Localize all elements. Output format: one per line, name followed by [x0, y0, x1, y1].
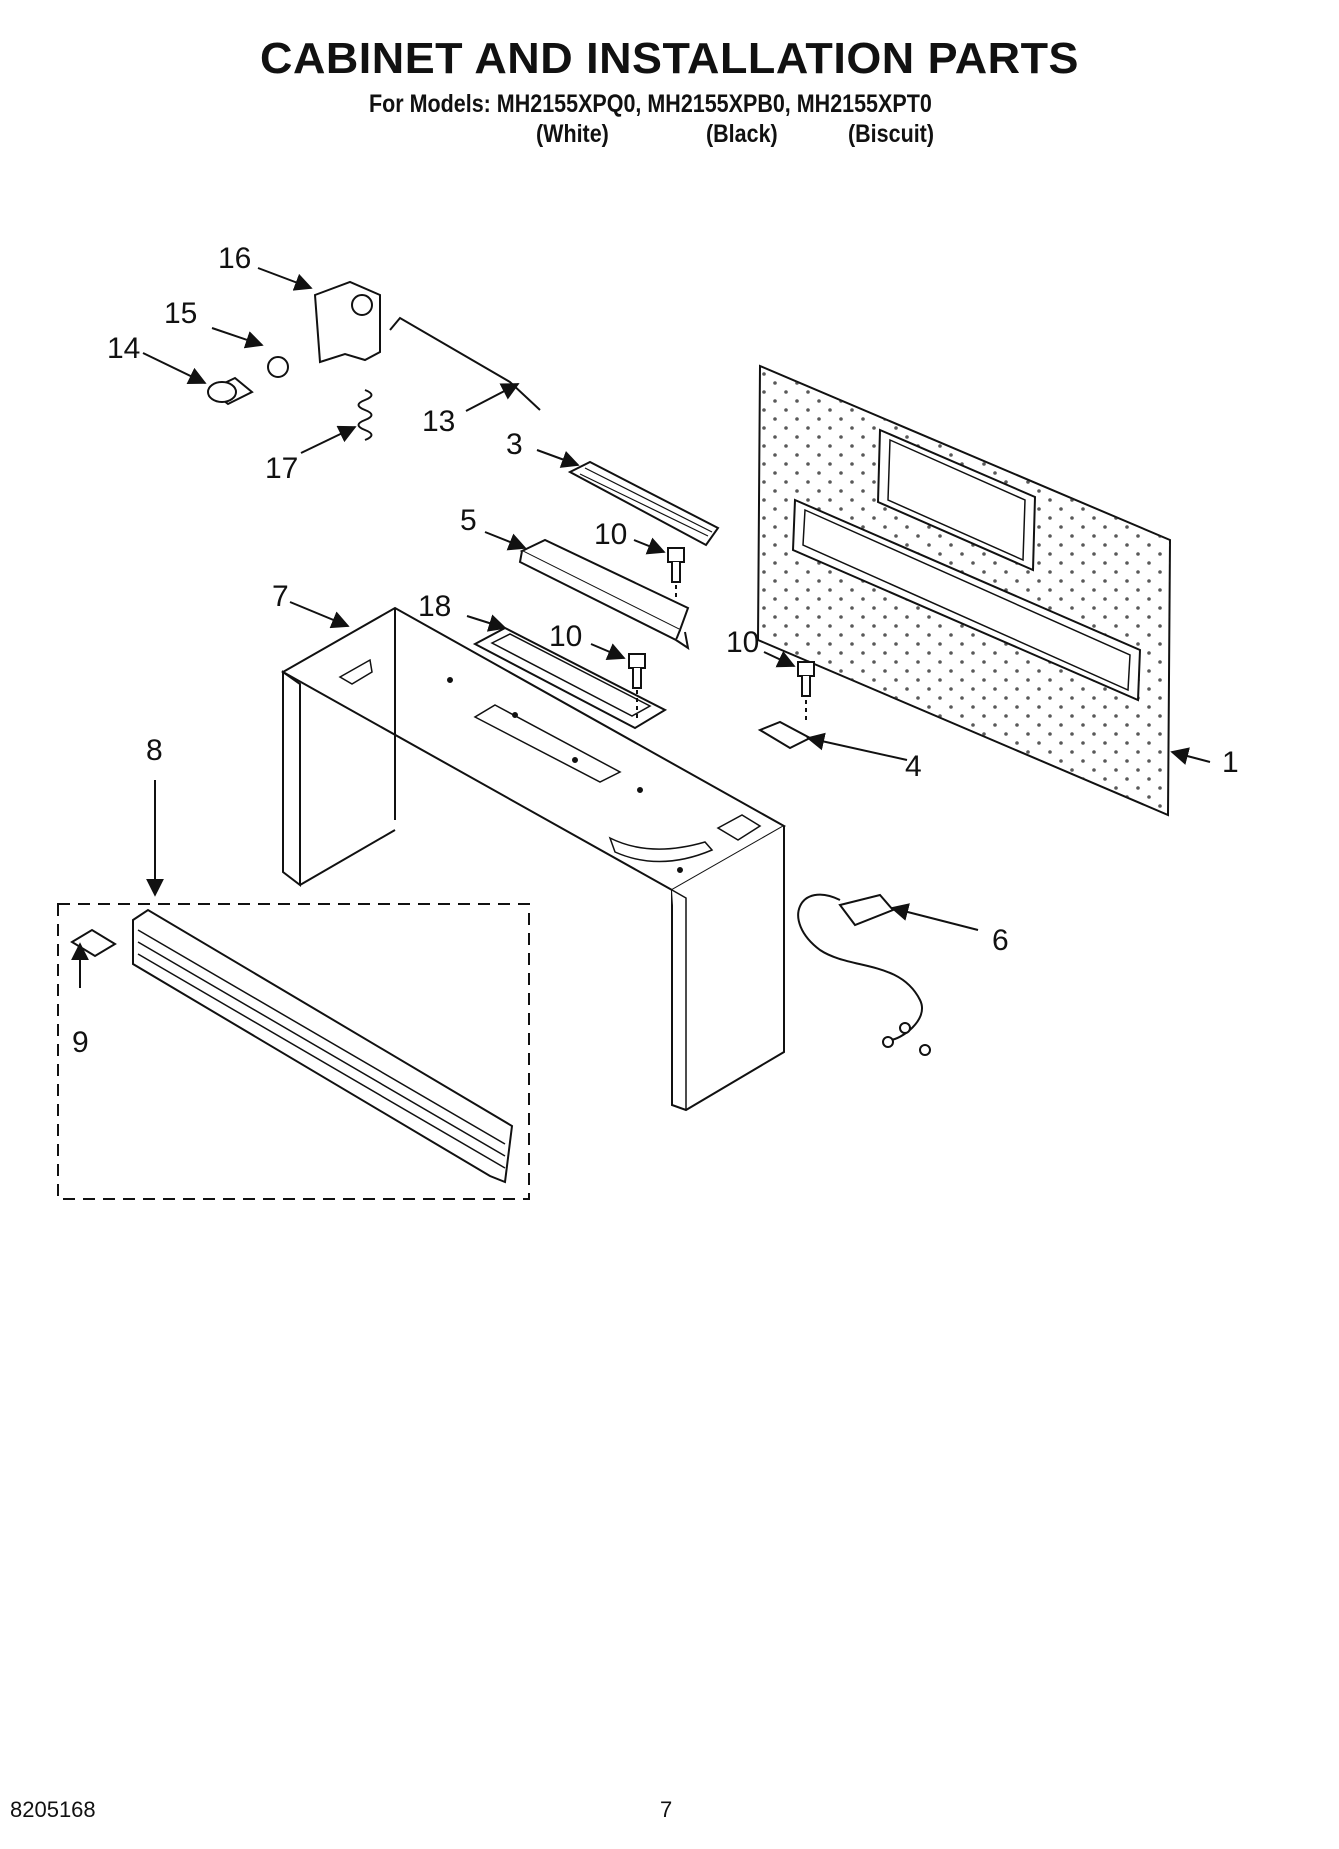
- callout-1: 1: [1222, 746, 1239, 779]
- screw-part: [628, 547, 815, 722]
- hinge-spring-part: [357, 389, 373, 441]
- callout-10-middle: 10: [549, 620, 582, 653]
- color-label-white: (White): [536, 120, 609, 148]
- grille-assembly-box: [57, 903, 530, 1200]
- mounting-plate-part: [756, 364, 1172, 817]
- callout-15: 15: [164, 297, 197, 330]
- vent-grille-part: [132, 908, 514, 1184]
- document-part-number: 8205168: [10, 1797, 96, 1822]
- models-line: For Models: MH2155XPQ0, MH2155XPB0, MH21…: [369, 90, 932, 118]
- callout-4: 4: [905, 750, 922, 783]
- callout-10-right: 10: [726, 626, 759, 659]
- color-label-black: (Black): [706, 120, 778, 148]
- page-title: CABINET AND INSTALLATION PARTS: [260, 34, 1079, 83]
- callout-3: 3: [506, 428, 523, 461]
- hinge-rod-part: [389, 316, 541, 411]
- power-cord-part: [797, 893, 931, 1056]
- callout-5: 5: [460, 504, 477, 537]
- callout-13: 13: [422, 405, 455, 438]
- small-bracket-part: [757, 720, 813, 750]
- hinge-pin-part: [207, 376, 254, 406]
- top-vent-plate-part: [567, 460, 720, 547]
- callout-8: 8: [146, 734, 163, 767]
- callout-16: 16: [218, 242, 251, 275]
- gasket-plate-part: [472, 626, 668, 730]
- callout-6: 6: [992, 924, 1009, 957]
- callout-7: 7: [272, 580, 289, 613]
- grille-clip-part: [70, 928, 117, 958]
- channel-bracket-part: [518, 538, 690, 651]
- callout-14: 14: [107, 332, 140, 365]
- hinge-bracket-part: [313, 280, 381, 364]
- cabinet-frame-part: [280, 606, 787, 1112]
- retaining-clip-part: [267, 356, 289, 378]
- page-number: 7: [660, 1797, 673, 1822]
- callout-10-top: 10: [594, 518, 627, 551]
- leader-arrows: [71, 267, 1211, 988]
- callout-17: 17: [265, 452, 298, 485]
- callout-18: 18: [418, 590, 451, 623]
- color-label-biscuit: (Biscuit): [848, 120, 934, 148]
- callout-9: 9: [72, 1026, 89, 1059]
